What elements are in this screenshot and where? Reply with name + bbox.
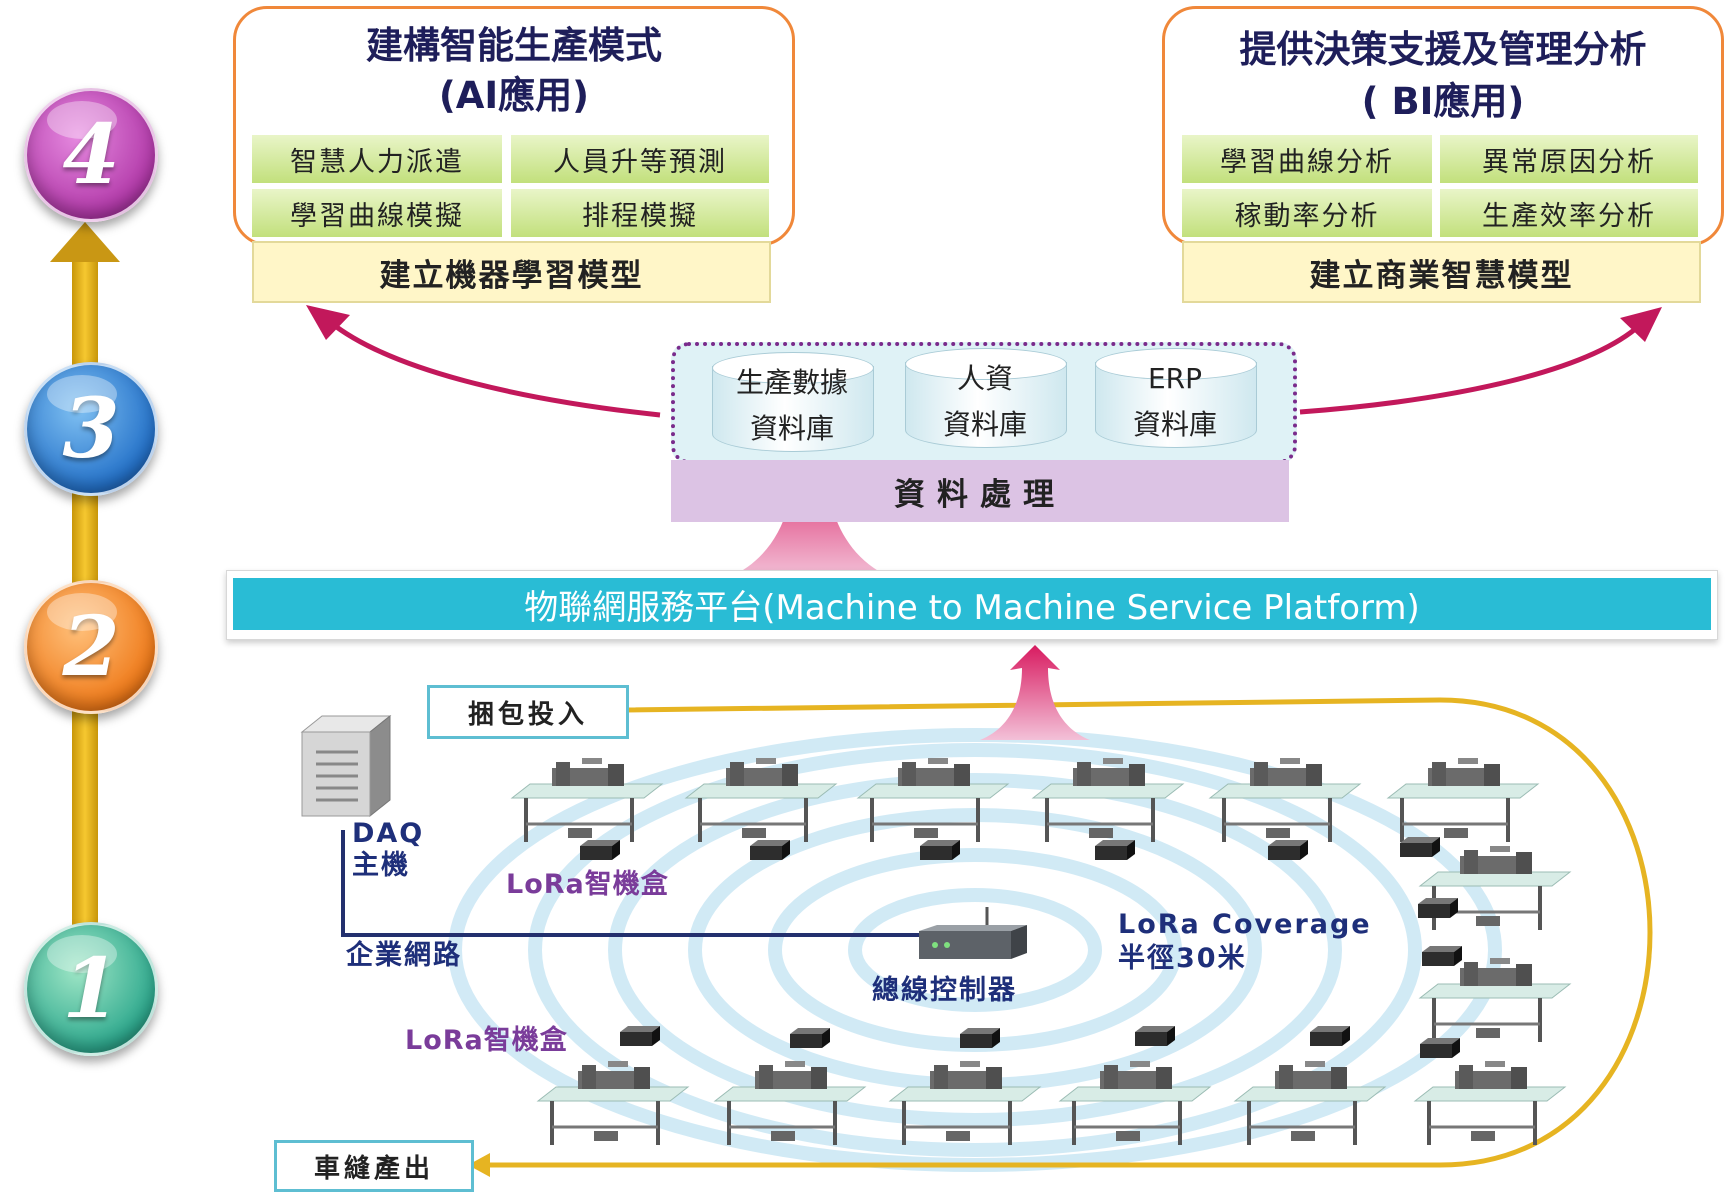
- ai-cell: 排程模擬: [511, 187, 769, 237]
- iot-service-platform: 物聯網服務平台(Machine to Machine Service Platf…: [226, 570, 1718, 640]
- daq-server-icon: [300, 714, 392, 818]
- step-2-badge: 2: [24, 580, 158, 714]
- platform-label: 物聯網服務平台(Machine to Machine Service Platf…: [233, 578, 1711, 630]
- controller-label: 總線控制器: [872, 975, 1017, 1006]
- sewing-machine-row-top: [510, 756, 1540, 844]
- lora-box-label: LoRa智機盒: [506, 869, 669, 900]
- ai-cell: 學習曲線模擬: [252, 187, 502, 237]
- arrow-factory-to-platform: [980, 645, 1090, 740]
- lora-box-label: LoRa智機盒: [405, 1025, 568, 1056]
- sewing-machine-column-right: [1418, 844, 1572, 1058]
- production-database: 生產數據資料庫: [712, 352, 874, 452]
- enterprise-network-label: 企業網路: [346, 940, 462, 971]
- bus-controller-icon: [919, 907, 1027, 959]
- step-1-badge: 1: [24, 922, 158, 1056]
- bi-cell: 稼動率分析: [1182, 187, 1432, 237]
- bi-box-title: 提供決策支援及管理分析: [1239, 28, 1647, 71]
- bi-cell: 生產效率分析: [1440, 187, 1698, 237]
- lora-box-row-top: [580, 837, 1440, 860]
- ai-box-subtitle: (AI應用): [438, 74, 590, 117]
- ai-box-title: 建構智能生產模式: [366, 24, 662, 67]
- output-tag: 車縫產出: [274, 1140, 474, 1192]
- ai-cell: 智慧人力派遣: [252, 133, 502, 183]
- input-tag: 捆包投入: [427, 685, 629, 739]
- ml-model-bar: 建立機器學習模型: [252, 241, 771, 303]
- ai-cell: 人員升等預測: [511, 133, 769, 183]
- data-processing-bar: 資料處理: [671, 460, 1289, 522]
- progress-arrowhead: [50, 222, 120, 262]
- sewing-machine-row-bottom: [536, 1059, 1567, 1147]
- bi-cell: 異常原因分析: [1440, 133, 1698, 183]
- step-3-badge: 3: [24, 362, 158, 496]
- hr-database: 人資資料庫: [905, 348, 1067, 448]
- bi-box-subtitle: ( BI應用): [1361, 80, 1525, 123]
- production-flow-arrowhead: [468, 1153, 490, 1177]
- arrow-to-bi: [1299, 323, 1642, 415]
- bi-model-bar: 建立商業智慧模型: [1182, 241, 1701, 303]
- lora-box-row-bottom: [620, 1026, 1350, 1048]
- arrow-to-ai: [328, 320, 661, 418]
- enterprise-network-line: [341, 830, 920, 937]
- bi-cell: 學習曲線分析: [1182, 133, 1432, 183]
- step-4-badge: 4: [24, 88, 158, 222]
- production-flow-line: [470, 697, 1653, 1168]
